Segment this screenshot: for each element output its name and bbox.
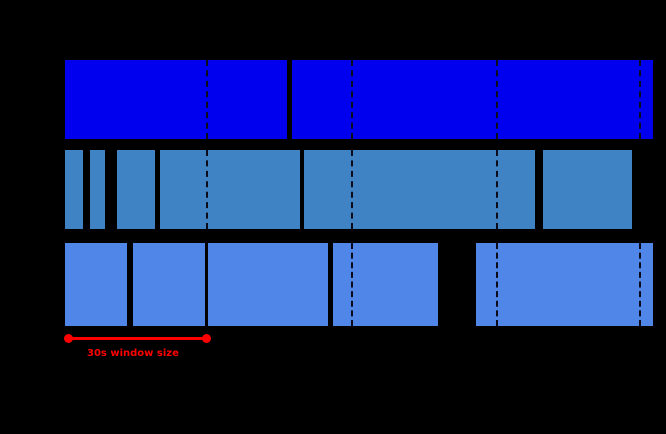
segment-bar bbox=[476, 243, 653, 326]
segment-bar bbox=[65, 150, 83, 229]
window-size-end-marker bbox=[202, 334, 211, 343]
segment-bar bbox=[304, 150, 535, 229]
segment-bar bbox=[133, 243, 205, 326]
segment-bar bbox=[117, 150, 155, 229]
segment-bar bbox=[292, 60, 653, 139]
segment-bar bbox=[65, 60, 287, 139]
segment-bar bbox=[333, 243, 438, 326]
segment-bar bbox=[65, 243, 127, 326]
segment-bar bbox=[543, 150, 632, 229]
segment-bar bbox=[90, 150, 105, 229]
window-size-measure-line bbox=[68, 337, 207, 340]
segment-bar bbox=[160, 150, 300, 229]
window-size-start-marker bbox=[64, 334, 73, 343]
window-size-label: 30s window size bbox=[87, 348, 179, 359]
segment-bar bbox=[208, 243, 328, 326]
